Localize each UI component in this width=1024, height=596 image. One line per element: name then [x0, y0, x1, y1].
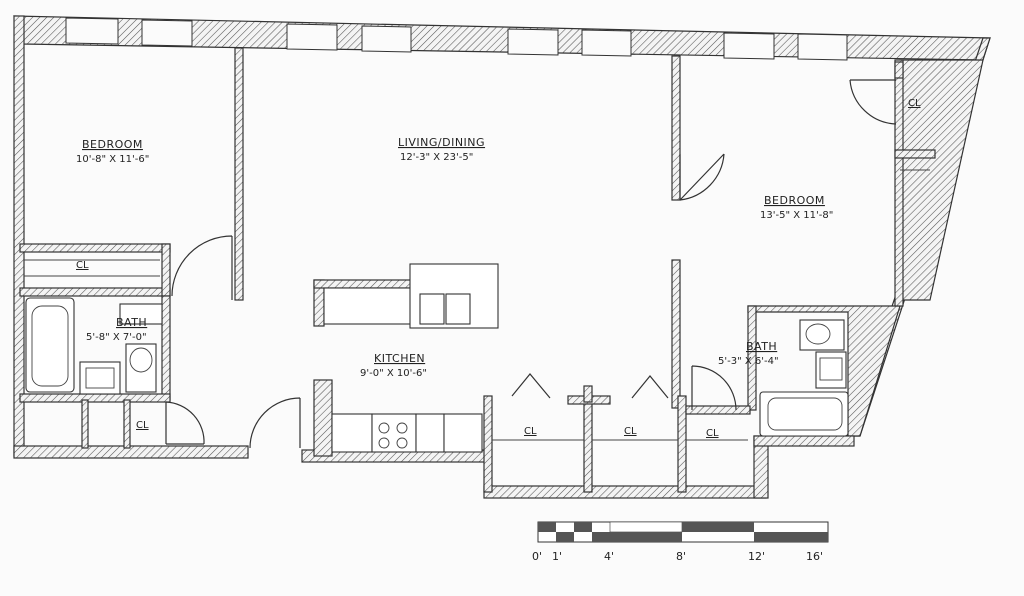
room-labels: BEDROOM 10'-8" X 11'-6" LIVING/DINING 12…	[76, 136, 833, 379]
bedroom-right-dims: 13'-5" X 11'-8"	[760, 210, 833, 221]
bath-right-name: BATH	[746, 340, 777, 353]
living-dining-dims: 12'-3" X 23'-5"	[400, 152, 473, 163]
closet-label: CL	[624, 426, 637, 437]
closet-label: CL	[706, 428, 719, 439]
closet-labels: CL CL CL CL CL CL	[76, 98, 921, 439]
kitchen-fixtures	[323, 263, 499, 453]
scale-bar: 0' 1' 4' 8' 12' 16'	[532, 521, 829, 563]
scale-label-8: 8'	[676, 550, 686, 563]
closet-label: CL	[76, 260, 89, 271]
kitchen-name: KITCHEN	[374, 352, 425, 365]
interior-walls	[19, 47, 936, 493]
bedroom-left-name: BEDROOM	[82, 138, 143, 151]
bedroom-right-name: BEDROOM	[764, 194, 825, 207]
scale-label-0: 0'	[532, 550, 542, 563]
bath-left-name: BATH	[116, 316, 147, 329]
scale-label-12: 12'	[748, 550, 765, 563]
left-bath-fixtures	[25, 297, 163, 395]
doors	[165, 79, 897, 449]
bedroom-left-dims: 10'-8" X 11'-6"	[76, 154, 149, 165]
scale-label-4: 4'	[604, 550, 614, 563]
closet-shelves	[24, 169, 930, 441]
closet-label: CL	[136, 420, 149, 431]
bath-left-dims: 5'-8" X 7'-0"	[86, 332, 147, 343]
closet-label: CL	[524, 426, 537, 437]
windows	[65, 17, 848, 61]
closet-label: CL	[908, 98, 921, 109]
bath-right-dims: 5'-3" X 6'-4"	[718, 356, 779, 367]
scale-label-1: 1'	[552, 550, 562, 563]
living-dining-name: LIVING/DINING	[398, 136, 485, 149]
right-bath-fixtures	[759, 319, 849, 437]
scale-label-16: 16'	[806, 550, 823, 563]
kitchen-dims: 9'-0" X 10'-6"	[360, 368, 427, 379]
